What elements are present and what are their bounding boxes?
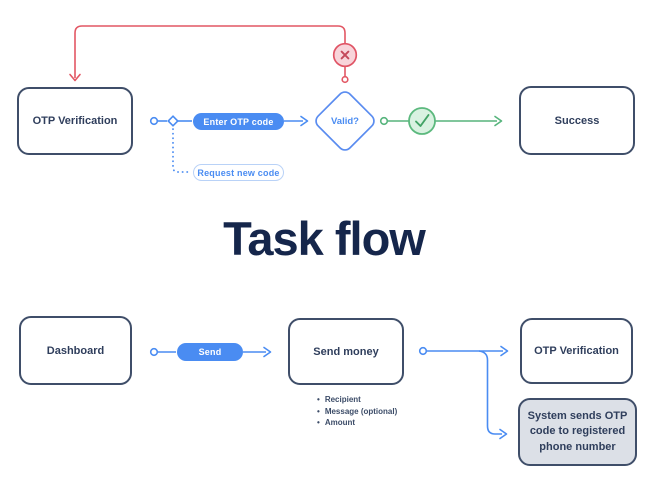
bullet-icon: • [317, 395, 320, 404]
valid-connector [379, 115, 503, 127]
otp-verification-node[interactable]: OTP Verification [17, 87, 133, 155]
detail-label: Message (optional) [324, 406, 398, 416]
decision-label: Valid? [331, 115, 359, 127]
send-money-node[interactable]: Send money [288, 318, 404, 385]
system-sends-otp-node[interactable]: System sends OTP code to registered phon… [518, 398, 637, 466]
send-money-details-list: • Recipient • Message (optional) • Amoun… [317, 395, 398, 431]
request-new-code-pill[interactable]: Request new code [193, 164, 284, 181]
list-item: • Recipient [317, 395, 397, 408]
retry-dotted-connector [172, 128, 190, 173]
detail-label: Amount [324, 418, 356, 427]
list-item: • Message (optional) [317, 406, 398, 420]
success-node[interactable]: Success [519, 86, 635, 155]
sendmoney-branch-connector [418, 345, 509, 440]
otp-verification-node-bottom[interactable]: OTP Verification [520, 318, 633, 384]
bullet-icon: • [317, 406, 320, 416]
send-pill[interactable]: Send [177, 343, 243, 361]
detail-label: Recipient [324, 395, 361, 404]
dashboard-node[interactable]: Dashboard [19, 316, 132, 385]
fail-x-icon [332, 42, 358, 84]
list-item: • Amount [317, 418, 397, 431]
loopback-arrow [69, 25, 346, 82]
page-title: Task flow [223, 212, 426, 265]
enter-otp-code-pill[interactable]: Enter OTP code [193, 113, 284, 130]
decision-diamond[interactable] [313, 89, 377, 153]
bullet-icon: • [317, 418, 320, 427]
check-icon [408, 107, 436, 135]
